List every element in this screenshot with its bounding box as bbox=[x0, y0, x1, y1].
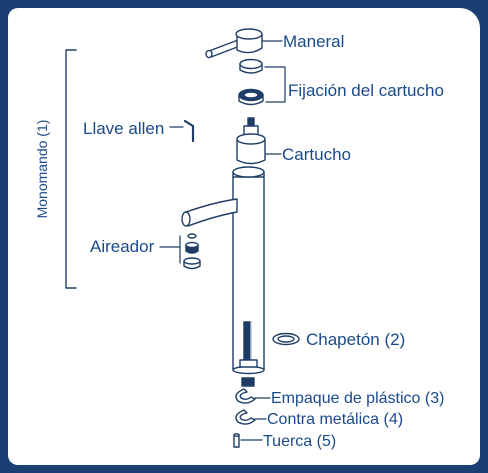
cartucho-part bbox=[236, 117, 266, 165]
contra-label: Contra metálica (4) bbox=[267, 411, 403, 428]
fijacion-ring-upper bbox=[239, 58, 263, 74]
chapeton-label: Chapetón (2) bbox=[306, 330, 405, 349]
supply-hoses bbox=[239, 321, 258, 387]
llave-allen-label: Llave allen bbox=[83, 119, 164, 138]
maneral-part bbox=[205, 28, 263, 59]
fijacion-nut bbox=[238, 88, 264, 106]
diagram-panel: Monomando (1) Maneral Fijación del cartu… bbox=[8, 8, 480, 465]
faucet-body bbox=[181, 166, 265, 375]
llave-allen-part bbox=[183, 119, 195, 143]
fijacion-leader bbox=[264, 66, 286, 103]
empaque-part bbox=[235, 388, 256, 404]
chapeton-part bbox=[272, 332, 300, 346]
maneral-label: Maneral bbox=[283, 32, 344, 51]
group-bracket bbox=[65, 49, 77, 289]
aireador-label: Aireador bbox=[90, 237, 155, 256]
monomando-label: Monomando (1) bbox=[34, 120, 50, 219]
tuerca-part bbox=[233, 433, 240, 448]
aireador-parts bbox=[183, 233, 201, 270]
tuerca-label: Tuerca (5) bbox=[263, 433, 336, 450]
fijacion-label: Fijación del cartucho bbox=[288, 81, 444, 100]
contra-part bbox=[235, 409, 256, 425]
exploded-faucet-diagram: Monomando (1) Maneral Fijación del cartu… bbox=[34, 28, 444, 450]
cartucho-label: Cartucho bbox=[282, 145, 351, 164]
empaque-label: Empaque de plástico (3) bbox=[271, 390, 444, 407]
